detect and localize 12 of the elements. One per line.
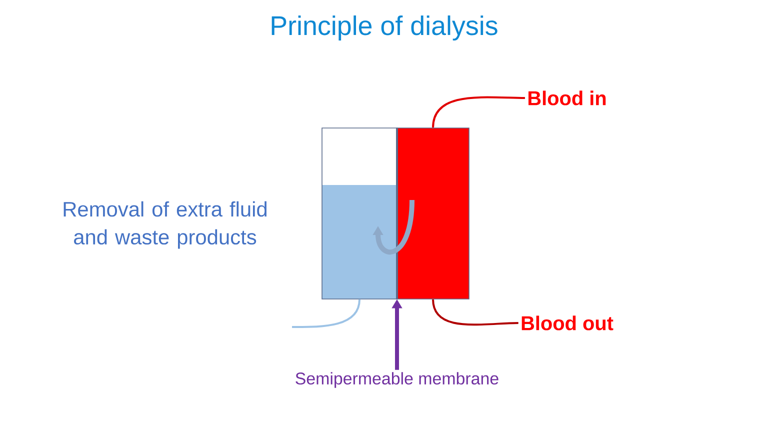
membrane-label: Semipermeable membrane — [296, 372, 498, 388]
tube — [432, 96, 525, 128]
curved-arrow — [372, 200, 414, 254]
membrane-line — [396, 128, 398, 299]
outlet-label: Blood out — [522, 316, 614, 330]
blood-compartment — [396, 128, 470, 300]
inlet-label: Blood in — [528, 90, 606, 106]
tube — [292, 299, 360, 328]
tube — [432, 299, 518, 326]
title: Principle of dialysis — [272, 15, 498, 41]
description-text: Removal of extra fluid and waste products — [64, 201, 266, 249]
dialysate-compartment — [322, 128, 398, 300]
